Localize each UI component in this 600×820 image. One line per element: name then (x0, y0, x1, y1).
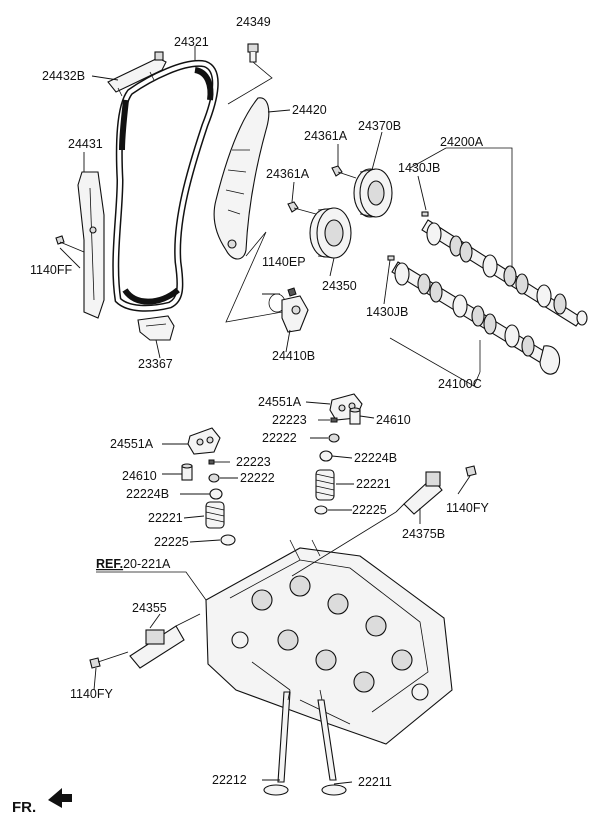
bolt-1140fy-upper (457, 465, 477, 495)
oil-control-valve-24355 (129, 613, 201, 669)
valve-spring-right (315, 469, 335, 501)
label-22225-upper: 22225 (352, 503, 387, 517)
part-23367 (137, 315, 175, 341)
label-22222-upper: 22222 (262, 431, 297, 445)
cylinder-head (205, 547, 453, 745)
label-24355: 24355 (132, 601, 167, 615)
label-24431: 24431 (68, 137, 103, 151)
label-24361a-upper: 24361A (304, 129, 348, 143)
tensioner-arm (213, 97, 270, 260)
label-1430jb-upper: 1430JB (398, 161, 440, 175)
label-24551a-upper: 24551A (258, 395, 302, 409)
label-1140ep: 1140EP (262, 255, 306, 269)
label-22223-lower: 22223 (236, 455, 271, 469)
label-24350: 24350 (322, 279, 357, 293)
valve-small-parts (208, 417, 340, 500)
valve-22212 (263, 691, 291, 796)
valve-seats (220, 505, 328, 546)
label-24610-upper: 24610 (376, 413, 411, 427)
label-22224b-upper: 22224B (354, 451, 397, 465)
label-24432b: 24432B (42, 69, 85, 83)
label-24370b: 24370B (358, 119, 401, 133)
chain-guide-top (107, 51, 167, 97)
label-24321: 24321 (174, 35, 209, 49)
label-24375b: 24375B (402, 527, 445, 541)
label-1140fy-lower: 1140FY (70, 687, 114, 701)
label-24610-lower: 24610 (122, 469, 157, 483)
chain-guide-left (77, 171, 105, 319)
timing-chain (112, 59, 219, 312)
reference-prefix: REF. (96, 557, 123, 571)
label-22223-upper: 22223 (272, 413, 307, 427)
label-22221-lower: 22221 (148, 511, 183, 525)
reference-label: REF.20-221A (96, 557, 171, 571)
label-22224b-lower: 22224B (126, 487, 169, 501)
labels: 24349 24321 24432B 24420 24431 24361A 24… (12, 15, 490, 816)
label-1430jb-lower: 1430JB (366, 305, 408, 319)
front-direction-label: FR. (12, 799, 36, 816)
label-24361a-lower: 24361A (266, 167, 310, 181)
lifter-upper (349, 407, 361, 425)
bolt-24349 (227, 43, 273, 105)
label-22222-lower: 22222 (240, 471, 275, 485)
camshaft-lower (391, 261, 561, 375)
dowel-pins (387, 211, 429, 261)
label-24410b: 24410B (272, 349, 315, 363)
label-24100c: 24100C (438, 377, 482, 391)
label-24349: 24349 (236, 15, 271, 29)
label-22221-upper: 22221 (356, 477, 391, 491)
label-23367: 23367 (138, 357, 173, 371)
tensioner-24410b (268, 287, 309, 333)
bolt-1140ff (55, 235, 85, 253)
label-24551a-lower: 24551A (110, 437, 154, 451)
label-22211: 22211 (358, 775, 392, 789)
label-1140ff: 1140FF (30, 263, 73, 277)
label-24200a: 24200A (440, 135, 484, 149)
label-22225-lower: 22225 (154, 535, 189, 549)
label-1140fy-upper: 1140FY (446, 501, 490, 515)
sprocket-24370b (353, 168, 393, 218)
oil-control-valve-24375b (395, 471, 443, 515)
reference-code: 20-221A (123, 557, 171, 571)
bracket-lower (187, 427, 221, 455)
cam-bolts (287, 165, 357, 215)
front-direction-arrow-icon (48, 788, 72, 808)
lifter-lower (181, 463, 193, 481)
sprocket-24350 (309, 207, 352, 259)
label-24420: 24420 (292, 103, 327, 117)
bolt-1140fy-lower (89, 651, 129, 669)
label-22212: 22212 (212, 773, 247, 787)
valve-spring-left (205, 501, 225, 529)
leader-lines (59, 46, 513, 785)
camshaft-upper (421, 219, 588, 327)
